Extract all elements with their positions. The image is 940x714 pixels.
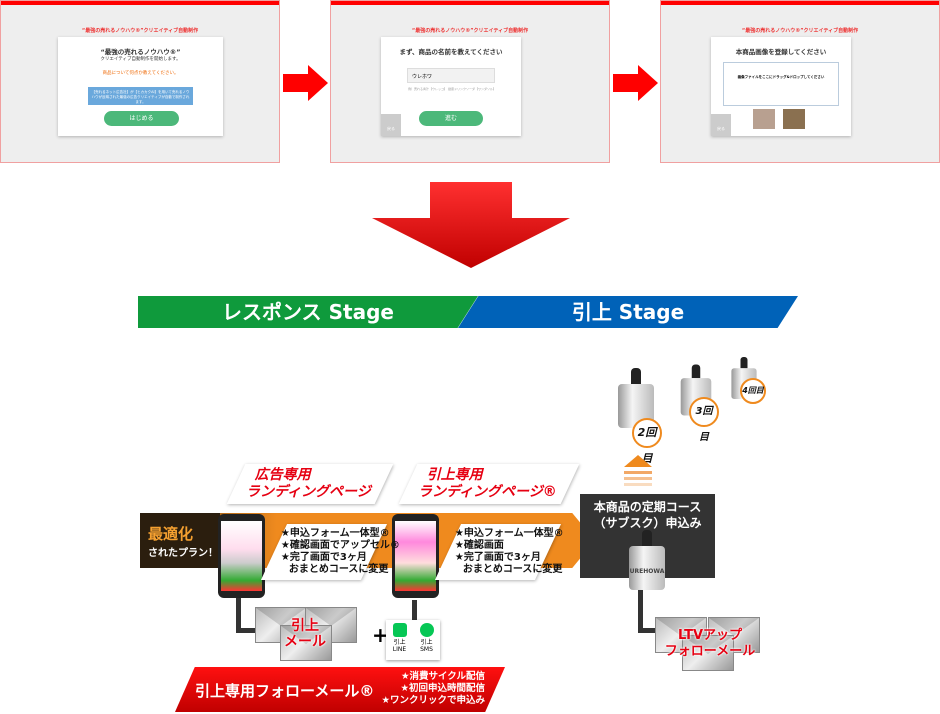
upsell-lp-label-line2: ランディングページ® [418, 484, 557, 500]
line-icon [392, 623, 407, 637]
connector [412, 600, 417, 620]
ad-lp-label-line1: 広告専用 [254, 467, 311, 483]
down-arrow-icon [372, 182, 570, 268]
name-card: まず、商品の名前を教えてください ウレホワ 例）売れる青汁【ウレッコ】 健康ドリ… [381, 37, 521, 136]
input-hint: 例）売れる青汁【ウレッコ】 健康ドリンクソーダ【ワンダソル】 [408, 87, 496, 91]
subscription-line1: 本商品の定期コース [593, 500, 702, 514]
plus-icon: + [372, 623, 389, 647]
window-titlebar [331, 1, 609, 5]
repeat-badge-3: 3回目 [689, 397, 719, 443]
follow-mail-points: ★消費サイクル配信★初回申込時間配信★ワンクリックで申込み [381, 671, 485, 706]
start-card: “最強の売れるノウハウ®” クリエイティブ自動制作を開始します。 商品について何… [58, 37, 223, 136]
repeat-badge-2: 2回目 [632, 418, 662, 465]
window-titlebar [661, 1, 939, 5]
screen-header: “最強の売れるノウハウ®”クリエイティブ自動制作 [411, 28, 529, 34]
image-card: 本商品画像を登録してください 画像ファイルをここにドラッグ&ドロップしてください… [711, 37, 851, 136]
upsell-stage-banner: 引上 Stage [458, 296, 798, 328]
card-title: まず、商品の名前を教えてください [399, 48, 503, 56]
feature-item: おまとめコースに変更 [462, 564, 563, 575]
ad-lp-features: ★申込フォーム一体型® ★確認画面でアップセル® ★完了画面で3ヶ月 おまとめコ… [260, 524, 400, 580]
bottle-brand: UREHOWA [629, 568, 665, 575]
back-button[interactable]: 戻る [381, 114, 401, 136]
upsell-lp-phone-mockup [392, 514, 439, 598]
connector [638, 628, 656, 633]
repeat-badge-4: 4回目 [740, 378, 766, 404]
right-arrow-icon [283, 65, 328, 101]
connector [236, 598, 241, 633]
ltv-mail-label: LTVアップフォローメール [664, 628, 756, 659]
screenshot-start: “最強の売れるノウハウ®”クリエイティブ自動制作 “最強の売れるノウハウ®” ク… [0, 0, 280, 163]
screen-header: “最強の売れるノウハウ®”クリエイティブ自動制作 [741, 28, 859, 34]
ad-lp-phone-mockup [218, 514, 265, 598]
upsell-mail-label: 引上メール [284, 618, 326, 650]
optimized-plan-box: 最適化 されたプラン！ [140, 513, 220, 568]
subscription-line2: （サブスク）申込み [593, 516, 702, 530]
feature-item: ★完了画面で3ヶ月 [280, 552, 367, 563]
info-bubble: 【売れるネット広告社】が【ヒカカクAI】を用いて売れるノウハウが反映された最強の… [88, 87, 193, 105]
response-stage-banner: レスポンス Stage [138, 296, 478, 328]
next-button[interactable]: 進む [419, 111, 483, 126]
ad-lp-label: 広告専用ランディングページ [226, 464, 394, 504]
optimized-title: 最適化 [148, 525, 194, 543]
feature-item: おまとめコースに変更 [288, 564, 389, 575]
follow-mail-banner: 引上専用フォローメール® ★消費サイクル配信★初回申込時間配信★ワンクリックで申… [175, 667, 505, 712]
back-button[interactable]: 戻る [711, 114, 731, 136]
card-title: “最強の売れるノウハウ®” [100, 48, 181, 56]
up-arrow-icon [624, 455, 652, 486]
screenshot-product-image: “最強の売れるノウハウ®”クリエイティブ自動制作 本商品画像を登録してください … [660, 0, 940, 163]
feature-item: ★申込フォーム一体型® [280, 528, 390, 539]
screenshot-product-name: “最強の売れるノウハウ®”クリエイティブ自動制作 まず、商品の名前を教えてくださ… [330, 0, 610, 163]
mail-envelope-icon [280, 625, 332, 661]
upsell-lp-label-line1: 引上専用 [426, 467, 483, 483]
feature-item: ★完了画面で3ヶ月 [454, 552, 541, 563]
ad-lp-label-line2: ランディングページ [246, 484, 371, 500]
sms-icon [419, 623, 434, 637]
connector [236, 628, 256, 633]
mail-envelope-icon [682, 635, 734, 671]
right-arrow-icon [613, 65, 658, 101]
image-dropzone[interactable]: 画像ファイルをここにドラッグ&ドロップしてください [723, 62, 839, 106]
product-name-input[interactable]: ウレホワ [407, 68, 495, 83]
optimized-subtitle: されたプラン！ [148, 548, 218, 559]
feature-item: ★確認画面でアップセル® [280, 540, 400, 551]
start-button[interactable]: はじめる [104, 111, 179, 126]
bottle-image: UREHOWA [625, 530, 669, 590]
feature-item: ★確認画面 [454, 540, 504, 551]
feature-item: ★申込フォーム一体型® [454, 528, 564, 539]
card-notice: 商品について何点か教えてください。 [102, 71, 179, 76]
upsell-lp-features: ★申込フォーム一体型® ★確認画面 ★完了画面で3ヶ月 おまとめコースに変更 [434, 524, 564, 580]
upsell-lp-label: 引上専用ランディングページ® [398, 464, 580, 504]
window-titlebar [1, 1, 279, 5]
follow-mail-title: 引上専用フォローメール® [195, 682, 375, 700]
connector [638, 590, 643, 633]
card-title: 本商品画像を登録してください [735, 48, 827, 56]
screen-header: “最強の売れるノウハウ®”クリエイティブ自動制作 [81, 28, 199, 34]
card-subtitle: クリエイティブ自動制作を開始します。 [100, 57, 181, 62]
product-thumbnail [753, 109, 775, 129]
product-thumbnail [783, 109, 805, 129]
